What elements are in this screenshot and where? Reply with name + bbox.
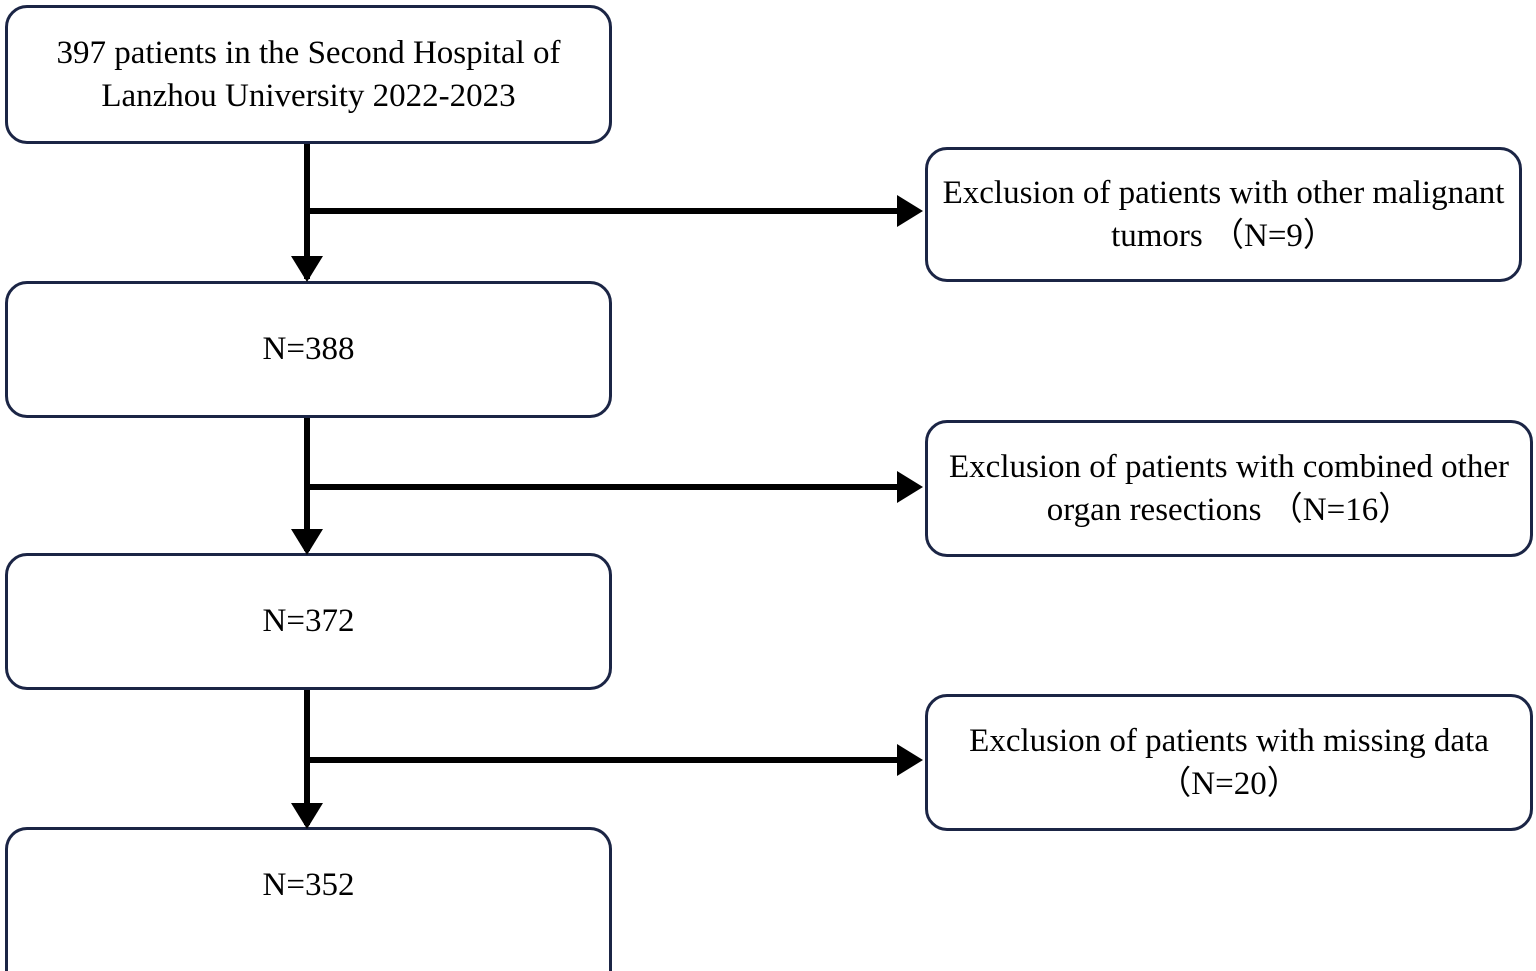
node-start-cohort: 397 patients in the Second Hospital of L…	[5, 5, 612, 144]
arrow-down-icon-stage1-to-stage2	[291, 529, 323, 555]
node-exclusion-malignant-tumors: Exclusion of patients with other maligna…	[925, 147, 1522, 282]
node-stage3-cohort-label: N=352	[262, 867, 355, 904]
node-start-cohort-label: 397 patients in the Second Hospital of L…	[56, 34, 561, 114]
node-stage2-cohort-label: N=372	[262, 603, 355, 640]
arrow-right-icon-start-to-exclusion1	[897, 195, 923, 227]
connector-start-to-exclusion1-line	[307, 208, 897, 214]
connector-stage1-to-exclusion2-line	[307, 484, 897, 490]
arrow-right-icon-stage2-to-exclusion3	[897, 744, 923, 776]
node-stage1-cohort: N=388	[5, 281, 612, 418]
node-exclusion-malignant-tumors-label: Exclusion of patients with other maligna…	[942, 174, 1505, 254]
node-stage3-cohort: N=352	[5, 827, 612, 971]
connector-stage2-to-exclusion3-line	[307, 757, 897, 763]
arrow-down-icon-start-to-stage1	[291, 256, 323, 282]
node-exclusion-organ-resections-label: Exclusion of patients with combined othe…	[949, 448, 1509, 528]
node-stage2-cohort: N=372	[5, 553, 612, 690]
node-exclusion-organ-resections: Exclusion of patients with combined othe…	[925, 420, 1533, 557]
arrow-right-icon-stage1-to-exclusion2	[897, 471, 923, 503]
node-exclusion-missing-data-label: Exclusion of patients with missing data …	[969, 722, 1489, 802]
node-stage1-cohort-label: N=388	[262, 331, 355, 368]
node-exclusion-missing-data: Exclusion of patients with missing data …	[925, 694, 1533, 831]
arrow-down-icon-stage2-to-stage3	[291, 803, 323, 829]
